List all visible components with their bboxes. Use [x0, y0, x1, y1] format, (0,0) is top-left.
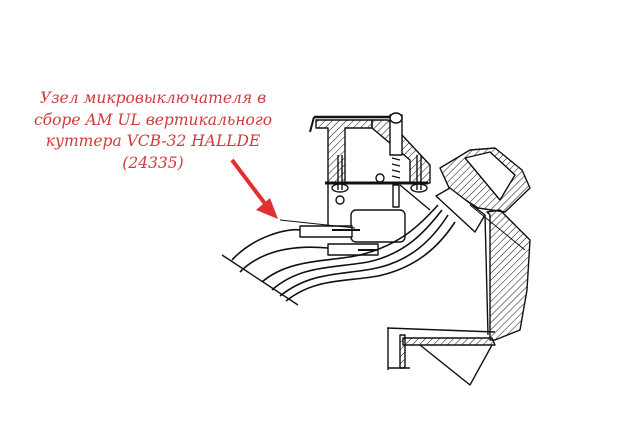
right-housing — [435, 147, 531, 341]
red-arrow — [230, 158, 278, 219]
caption-line: (24335) — [122, 153, 184, 172]
plunger — [389, 112, 403, 208]
bottom-flange — [386, 327, 496, 386]
microswitch-body — [350, 209, 406, 243]
cables — [221, 204, 456, 306]
caption-line: Узел микровыключателя в — [39, 89, 267, 107]
caption-line: сборе AM UL вертикального — [33, 110, 273, 129]
top-bracket — [309, 115, 431, 225]
screws — [331, 155, 428, 205]
caption-line: куттера VCB-32 HALLDE — [45, 132, 261, 150]
caption: Узел микровыключателя в сборе AM UL верт… — [18, 88, 288, 174]
